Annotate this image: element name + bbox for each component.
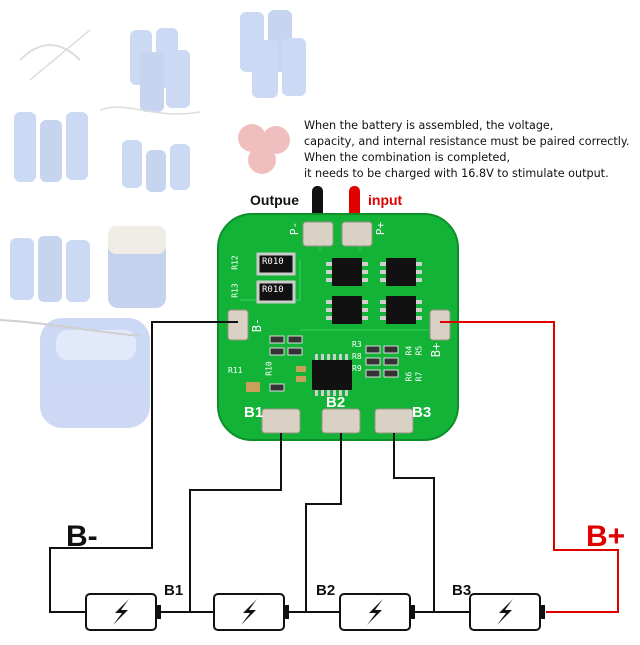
silk-ref: R12	[230, 255, 240, 270]
silk-ref: R5	[414, 345, 424, 356]
silk-ref: R8	[352, 352, 362, 361]
silk-ref: R7	[414, 371, 424, 382]
note-line: it needs to be charged with 16.8V to sti…	[304, 167, 609, 180]
lightning-bolt-icon	[497, 599, 513, 625]
battery-cell	[339, 593, 415, 631]
output-label: Outpue	[250, 192, 299, 208]
mosfet-chips	[326, 258, 422, 324]
lightning-bolt-icon	[241, 599, 257, 625]
note-line: capacity, and internal resistance must b…	[304, 135, 630, 148]
smd-components	[246, 335, 399, 392]
pad-label-b2: B2	[326, 394, 346, 411]
p-minus-pad	[302, 221, 334, 247]
silk-p-plus: P+	[374, 221, 388, 236]
b-plus-pad	[429, 309, 451, 341]
battery-photo	[40, 318, 150, 428]
silk-ref: R10	[264, 361, 274, 376]
silk-b-plus: B+	[429, 342, 444, 358]
shunt-resistor	[256, 252, 296, 276]
silk-b-minus: B-	[250, 317, 265, 333]
b-minus-pad	[227, 309, 249, 341]
cell-tap-label-b2: B2	[316, 582, 336, 599]
battery-cell	[213, 593, 289, 631]
resistor-marking: R010	[262, 257, 284, 267]
battery-terminal-nub	[156, 605, 161, 619]
resistor-marking: R010	[262, 285, 284, 295]
background-battery-photos	[0, 10, 306, 428]
pad-label-b3: B3	[412, 404, 432, 421]
black-wires	[49, 321, 470, 613]
battery-photo	[130, 28, 190, 112]
battery-photo	[14, 112, 88, 182]
silk-ref: R9	[352, 364, 362, 373]
note-line: When the combination is completed,	[304, 151, 511, 164]
cell-tap-label-b1: B1	[164, 582, 184, 599]
battery-cells	[85, 593, 545, 631]
battery-photo	[10, 236, 90, 302]
red-wire	[440, 321, 619, 613]
silk-ref: R3	[352, 340, 362, 349]
battery-photo	[108, 226, 166, 308]
input-label: input	[368, 192, 403, 208]
note-line: When the battery is assembled, the volta…	[304, 119, 554, 132]
pcb-board	[217, 213, 459, 441]
b3-pad	[374, 408, 414, 434]
b-minus-terminal-label: B-	[66, 520, 98, 553]
assembly-note: When the battery is assembled, the volta…	[304, 118, 634, 182]
battery-terminal-nub	[284, 605, 289, 619]
silk-ref: R11	[228, 366, 243, 375]
protection-ic	[312, 360, 352, 390]
silk-ref: R13	[230, 283, 240, 298]
silk-ref: R6	[404, 371, 414, 382]
b2-pad	[321, 408, 361, 434]
lightning-bolt-icon	[367, 599, 383, 625]
battery-photo	[122, 140, 190, 192]
b1-pad	[261, 408, 301, 434]
pad-label-b1: B1	[244, 404, 264, 421]
battery-cell	[469, 593, 545, 631]
battery-terminal-nub	[540, 605, 545, 619]
b-plus-terminal-label: B+	[586, 520, 626, 553]
silk-p-minus: P-	[288, 221, 302, 236]
battery-cell	[85, 593, 161, 631]
shunt-resistor	[256, 280, 296, 304]
cell-tap-label-b3: B3	[452, 582, 472, 599]
battery-photo	[240, 10, 306, 98]
p-plus-pad	[341, 221, 373, 247]
battery-photo	[238, 124, 290, 174]
lightning-bolt-icon	[113, 599, 129, 625]
battery-terminal-nub	[410, 605, 415, 619]
silk-ref: R4	[404, 345, 414, 356]
